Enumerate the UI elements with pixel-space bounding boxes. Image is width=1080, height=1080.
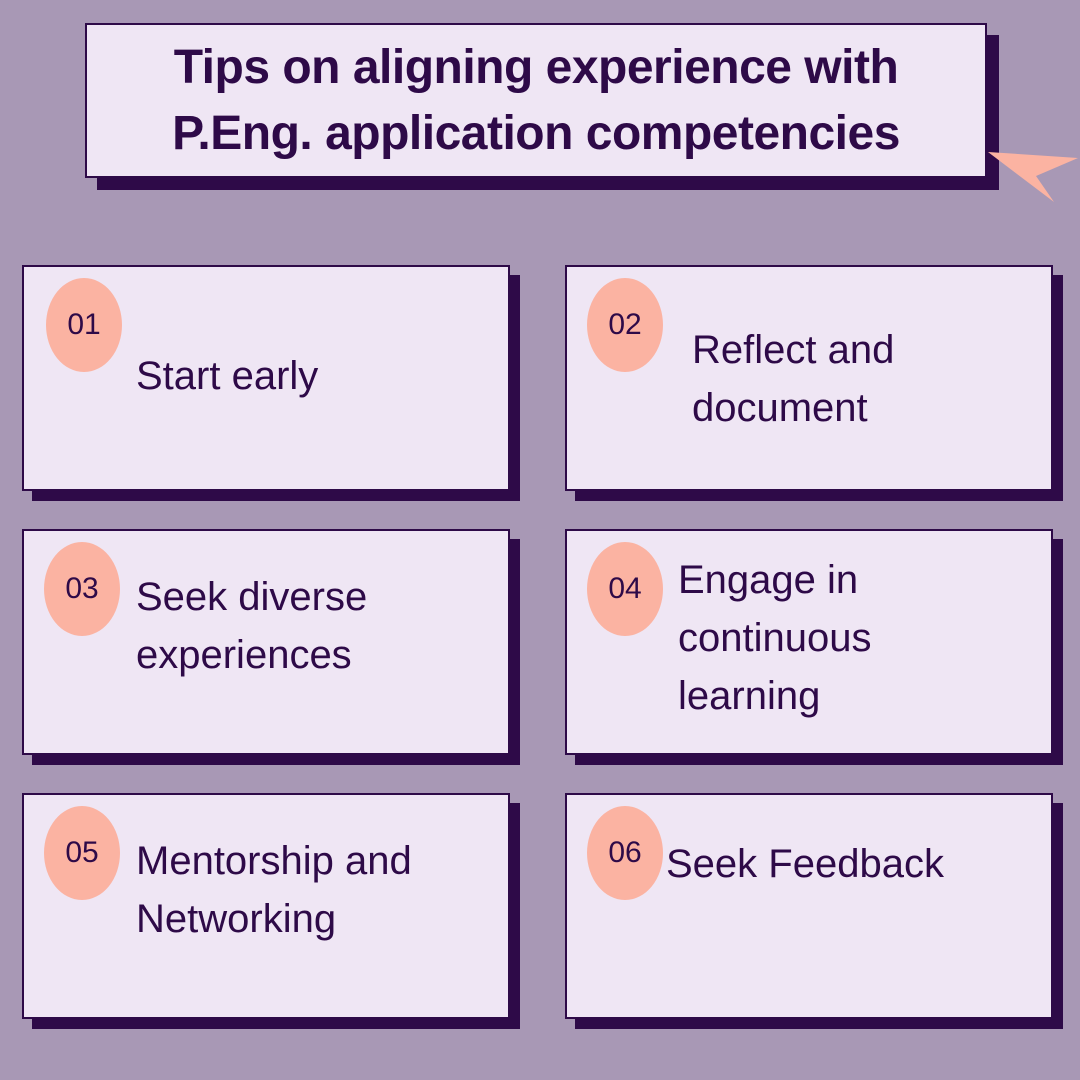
tip-number-badge: 06 (587, 806, 663, 900)
tip-number-badge: 03 (44, 542, 120, 636)
title-line-1: Tips on aligning experience with (173, 40, 899, 94)
tip-label-line: document (692, 386, 868, 430)
tip-number-badge: 02 (587, 278, 663, 372)
tip-label-line: Seek diverse (136, 575, 368, 619)
arrow-pointer-icon (988, 152, 1078, 202)
title-line-2: P.Eng. application competencies (172, 106, 900, 160)
tip-label-line: Networking (136, 897, 337, 941)
tip-label-line: Mentorship and (136, 839, 412, 883)
tip-number-badge: 01 (46, 278, 122, 372)
tip-card-06: 06 Seek Feedback (565, 793, 1053, 1019)
tip-label: Start early (136, 347, 318, 405)
tip-card-05: 05 Mentorship and Networking (22, 793, 510, 1019)
tip-number-badge: 05 (44, 806, 120, 900)
tip-label: Mentorship and Networking (136, 832, 412, 948)
tip-card-02: 02 Reflect and document (565, 265, 1053, 491)
title-banner: Tips on aligning experience with P.Eng. … (85, 23, 987, 178)
tip-label: Seek diverse experiences (136, 568, 367, 684)
tip-label: Engage in continuous learning (678, 551, 871, 725)
tip-label-line: Engage in (678, 558, 859, 602)
tip-card-01: 01 Start early (22, 265, 510, 491)
tip-label-line: Seek Feedback (666, 842, 944, 886)
tip-card-03: 03 Seek diverse experiences (22, 529, 510, 755)
tip-label: Seek Feedback (666, 835, 944, 893)
tip-label-line: experiences (136, 633, 352, 677)
tip-label-line: learning (678, 674, 821, 718)
tip-label-line: Start early (136, 354, 319, 398)
tip-label-line: Reflect and (692, 328, 895, 372)
tip-card-04: 04 Engage in continuous learning (565, 529, 1053, 755)
tip-label-line: continuous (678, 616, 872, 660)
tip-label: Reflect and document (692, 321, 894, 437)
tip-number-badge: 04 (587, 542, 663, 636)
